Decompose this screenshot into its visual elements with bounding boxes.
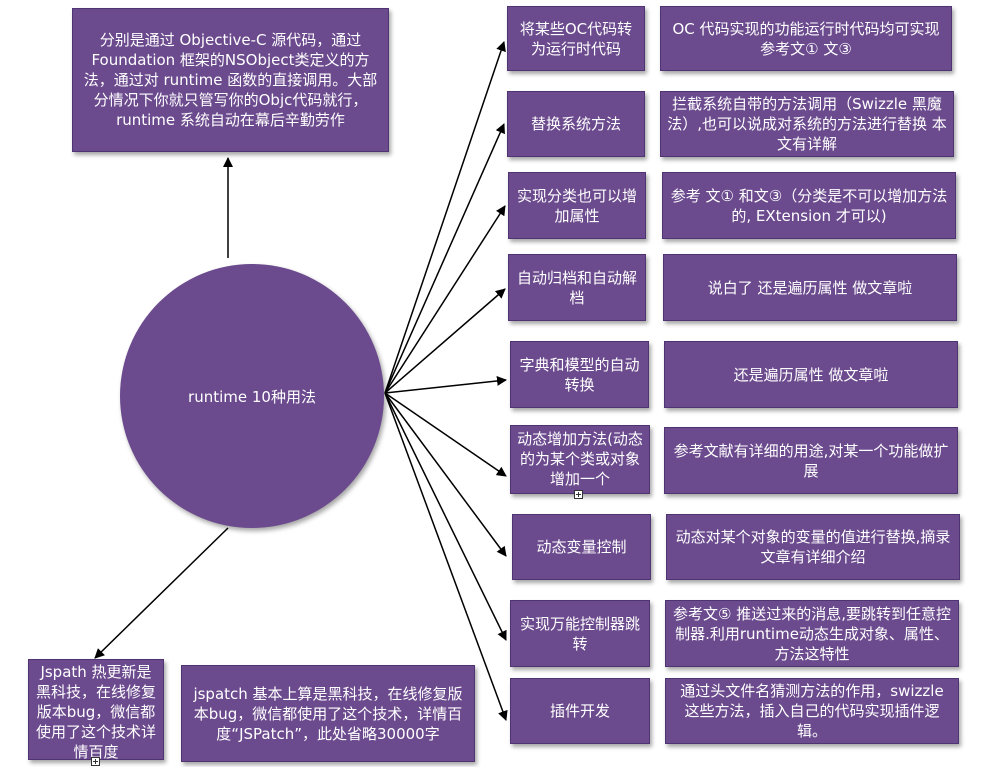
branch-8-detail[interactable]: 参考文⑤ 推送过来的消息,要跳转到任意控制器.利用runtime动态生成对象、属…	[665, 600, 959, 667]
arrow-to-bottom	[94, 527, 229, 659]
arrow-to-branch-1	[384, 41, 506, 394]
branch-4-title[interactable]: 自动归档和自动解档	[508, 254, 646, 321]
top-note-text: 分别是通过 Objective-C 源代码，通过 Foundation 框架的N…	[83, 31, 378, 129]
arrow-to-branch-3	[384, 205, 506, 394]
expand-collapse-icon[interactable]	[91, 757, 100, 766]
branch-5-detail[interactable]: 还是遍历属性 做文章啦	[664, 341, 958, 408]
branch-6-detail[interactable]: 参考文献有详细的用途,对某一个功能做扩展	[664, 427, 958, 494]
branch-3-title[interactable]: 实现分类也可以增加属性	[508, 172, 646, 239]
arrow-to-branch-7	[384, 392, 507, 557]
branch-8-title[interactable]: 实现万能控制器跳转	[510, 600, 650, 667]
top-note[interactable]: 分别是通过 Objective-C 源代码，通过 Foundation 框架的N…	[72, 8, 389, 152]
arrow-to-branch-2	[384, 123, 505, 394]
branch-3-detail[interactable]: 参考 文① 和文③（分类是不可以增加方法的, EXtension 才可以)	[662, 172, 956, 239]
arrow-to-branch-8	[384, 392, 507, 641]
bottom-detail[interactable]: jspatch 基本上算是黑科技，在线修复版本bug，微信都使用了这个技术，详情…	[181, 665, 475, 762]
branch-6-title[interactable]: 动态增加方法(动态的为某个类或对象增加一个	[510, 425, 650, 494]
branch-1-title[interactable]: 将某些OC代码转为运行时代码	[507, 6, 645, 71]
branch-9-title[interactable]: 插件开发	[510, 678, 650, 744]
branch-2-detail[interactable]: 拦截系统自带的方法调用（Swizzle 黑魔法）,也可以说成对系统的方法进行替换…	[660, 91, 954, 157]
center-node-label: runtime 10种用法	[188, 387, 316, 406]
branch-7-detail[interactable]: 动态对某个对象的变量的值进行替换,摘录文章有详细介绍	[666, 514, 960, 580]
branch-5-title[interactable]: 字典和模型的自动转换	[510, 341, 649, 408]
branch-7-title[interactable]: 动态变量控制	[512, 514, 651, 580]
bottom-title[interactable]: Jspath 热更新是黑科技，在线修复版本bug，微信都使用了这个技术详情百度	[28, 659, 164, 760]
arrow-to-branch-9	[384, 392, 508, 721]
arrow-to-branch-6	[384, 392, 507, 477]
arrow-to-branch-5	[384, 375, 507, 394]
expand-collapse-icon[interactable]	[574, 490, 583, 499]
branch-4-detail[interactable]: 说白了 还是遍历属性 做文章啦	[663, 254, 957, 321]
arrow-to-branch-4	[384, 288, 506, 394]
branch-1-detail[interactable]: OC 代码实现的功能运行时代码均可实现 参考文① 文③	[660, 6, 952, 71]
branch-9-detail[interactable]: 通过头文件名猜测方法的作用，swizzle 这些方法，插入自己的代码实现插件逻辑…	[665, 678, 959, 744]
branch-2-title[interactable]: 替换系统方法	[507, 91, 645, 157]
center-node[interactable]: runtime 10种用法	[120, 264, 384, 528]
